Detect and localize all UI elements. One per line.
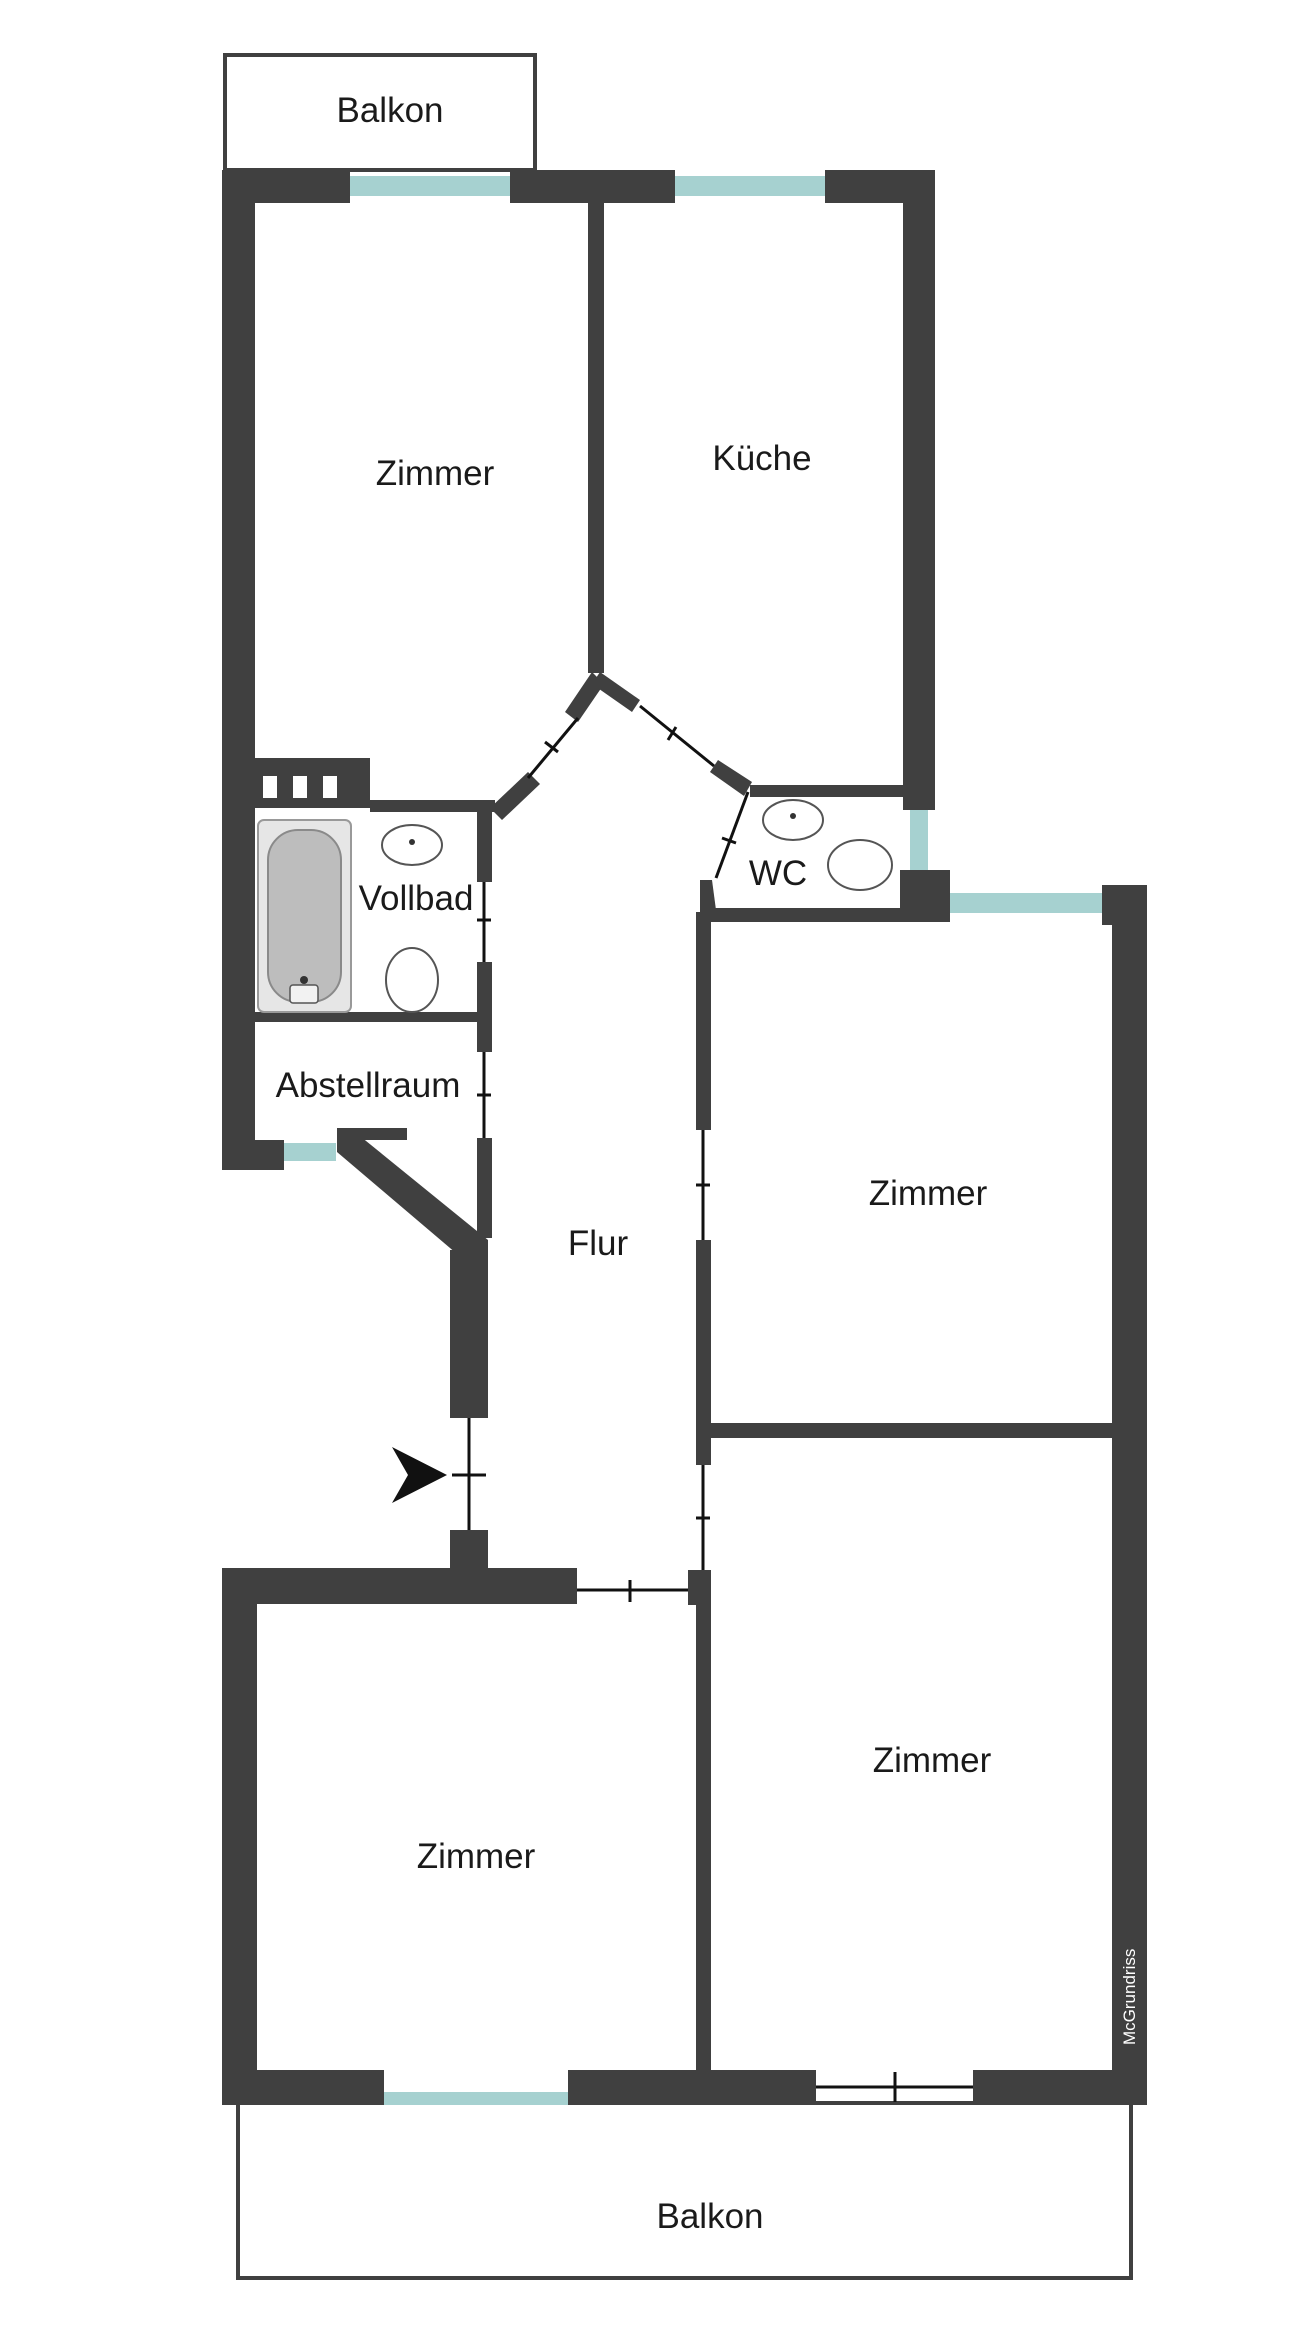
wall-storage-right-2 (477, 1138, 492, 1238)
vent-2 (293, 776, 307, 798)
sink-wc-tap-icon (790, 813, 796, 819)
wall-right (1112, 885, 1147, 2105)
window-bottom (384, 2092, 568, 2105)
wall-left-lower (222, 1568, 257, 2105)
door-wc[interactable] (714, 791, 750, 879)
wall-flur-right-2 (696, 1240, 711, 1465)
wall-diagonal-right (592, 672, 640, 712)
wall-kitchen-right (903, 170, 935, 810)
label-zimmer-bottom-left: Zimmer (417, 1837, 536, 1876)
wall-flur-left (450, 1250, 488, 1418)
label-balkon-bottom: Balkon (656, 2197, 763, 2236)
wall-zimmer-kueche (588, 203, 604, 673)
toilet-bath-icon (385, 947, 439, 1013)
label-zimmer-top-left: Zimmer (376, 454, 495, 493)
label-abstellraum: Abstellraum (276, 1066, 461, 1105)
label-flur: Flur (568, 1224, 629, 1263)
wall-bath-bottom (255, 1012, 492, 1022)
sink-bath-tap-icon (409, 839, 415, 845)
wall-diagonal-right-2 (710, 760, 752, 796)
label-zimmer-right-upper: Zimmer (869, 1174, 988, 1213)
wall-storage-right-1 (477, 1022, 492, 1052)
bathtub-drain-icon (289, 984, 319, 1004)
wall-bath-right-2 (477, 962, 492, 1017)
wall-bottom-3 (973, 2070, 1147, 2105)
label-kueche: Küche (712, 439, 811, 478)
wall-wc-diagonal (700, 880, 716, 910)
label-balkon-top: Balkon (336, 91, 443, 130)
wall-left-bottom-cap (222, 1140, 284, 1170)
window-top-right (675, 176, 825, 196)
wall-bottom-1 (222, 2070, 384, 2105)
wall-center-lower (696, 1570, 711, 2070)
door-kueche-mark (666, 726, 678, 741)
window-wc (910, 810, 928, 870)
balcony-top-outline (223, 53, 537, 172)
window-storage (284, 1143, 336, 1161)
door-kueche[interactable] (639, 704, 715, 768)
door-zimmer-top-mark (544, 740, 559, 754)
balcony-bottom-outline (236, 2101, 1133, 2280)
wall-flur-right-1 (696, 912, 711, 1130)
wall-bath-top-2 (370, 800, 495, 812)
label-wc: WC (749, 854, 807, 893)
toilet-wc-icon (827, 839, 893, 891)
wall-wc-top (750, 785, 903, 797)
arrow-right-icon (392, 1447, 447, 1503)
vent-1 (263, 776, 277, 798)
wall-top-2 (510, 170, 675, 203)
wall-wc-bottom (700, 908, 950, 922)
watermark: McGrundriss (1120, 1949, 1139, 2045)
window-top-left (350, 176, 510, 196)
window-right-top (950, 893, 1102, 913)
wall-left-upper (222, 170, 255, 1170)
sink-wc-icon (762, 799, 824, 841)
door-wc-mark (721, 836, 737, 845)
wall-diagonal-left (490, 772, 540, 820)
label-zimmer-right-lower: Zimmer (873, 1741, 992, 1780)
wall-bottom-2 (568, 2070, 816, 2105)
wall-storage-stub (337, 1128, 407, 1140)
wall-bottom-room-top-1 (222, 1568, 577, 1604)
bathtub-tap-icon (300, 976, 308, 984)
wall-right-room-divider (711, 1423, 1112, 1438)
label-vollbad: Vollbad (359, 879, 474, 918)
wall-storage-diagonal (337, 1132, 488, 1265)
vent-3 (323, 776, 337, 798)
wall-bath-right-1 (477, 812, 492, 882)
